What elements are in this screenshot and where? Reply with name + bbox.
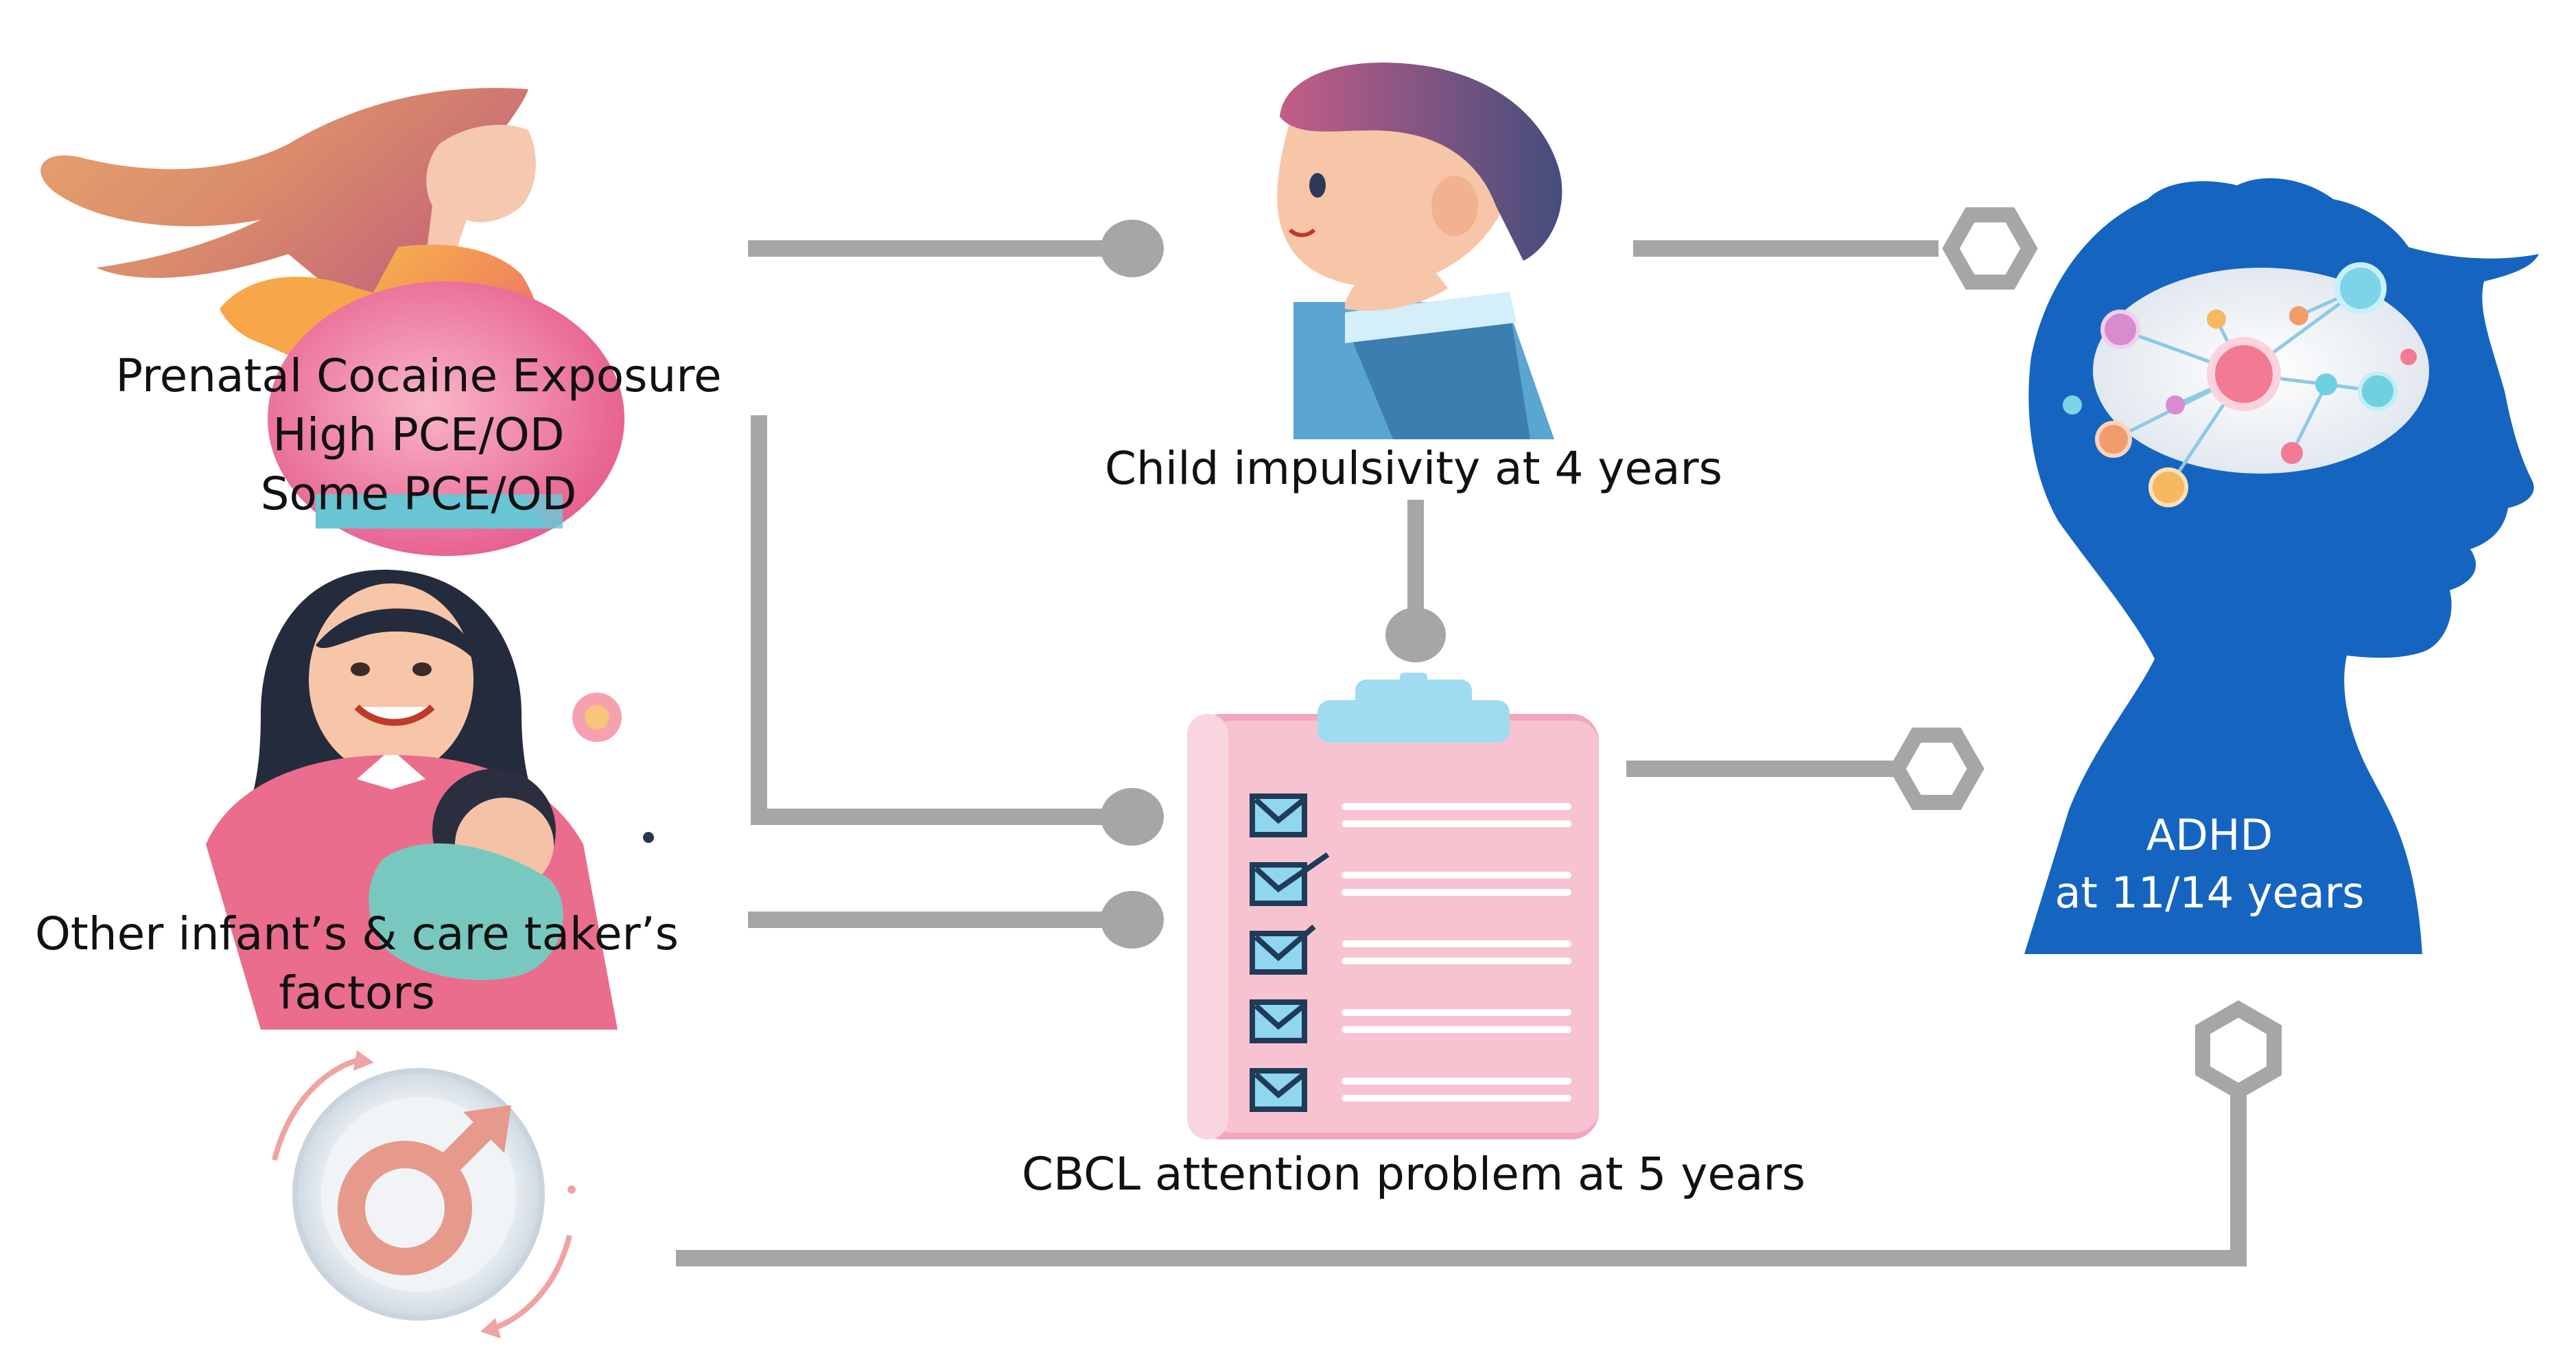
cbcl-label: CBCL attention problem at 5 years: [1016, 1145, 1812, 1204]
endpoint-hexagon-adhd-from-cbcl: [1888, 728, 1984, 810]
pce-level-some: Some PCE/OD: [260, 467, 577, 520]
clipboard-checklist-illustration: [1187, 673, 1599, 1139]
endpoint-circle-impulsivity: [1101, 220, 1164, 277]
impulsivity-label: Child impulsivity at 4 years: [1070, 439, 1757, 498]
endpoint-circle-cbcl-from-pce: [1101, 788, 1164, 846]
checklist-lines: [1342, 803, 1571, 1102]
adhd-age: at 11/14 years: [2054, 868, 2365, 918]
brain-network-nodes: [2063, 262, 2417, 507]
male-symbol-icon: [272, 1050, 576, 1338]
connector-pce-to-cbcl: [751, 415, 1119, 825]
other-factors-label: Other infant’s & care taker’s factors: [27, 905, 686, 1023]
mother-holding-infant-illustration: [206, 570, 654, 1030]
hexagon-endpoints: [1888, 207, 2282, 1100]
cbcl-text: CBCL attention problem at 5 years: [1021, 1148, 1806, 1201]
pce-label: Prenatal Cocaine Exposure High PCE/OD So…: [110, 347, 727, 524]
head-silhouette-brain-network-illustration: [2024, 178, 2539, 954]
impulsivity-text: Child impulsivity at 4 years: [1104, 442, 1723, 495]
circle-endpoints: [1101, 220, 1446, 949]
other-factors-line-2: factors: [279, 966, 435, 1019]
endpoint-circle-cbcl-from-other: [1101, 891, 1164, 949]
pce-level-high: High PCE/OD: [272, 408, 565, 461]
endpoint-hexagon-adhd-from-impulsivity: [1942, 207, 2038, 290]
child-profile-illustration: [1277, 62, 1562, 439]
connectors: [676, 240, 2247, 1266]
pce-title: Prenatal Cocaine Exposure: [115, 349, 722, 402]
endpoint-circle-cbcl-from-impulsivity: [1385, 607, 1446, 662]
endpoint-hexagon-adhd-from-sex: [2195, 1000, 2282, 1100]
connector-sex-to-adhd: [676, 1091, 2247, 1266]
other-factors-line-1: Other infant’s & care taker’s: [34, 907, 679, 960]
pregnant-woman-illustration: [40, 88, 624, 556]
adhd-label: ADHD at 11/14 years: [2004, 807, 2415, 922]
adhd-title: ADHD: [2146, 810, 2273, 860]
